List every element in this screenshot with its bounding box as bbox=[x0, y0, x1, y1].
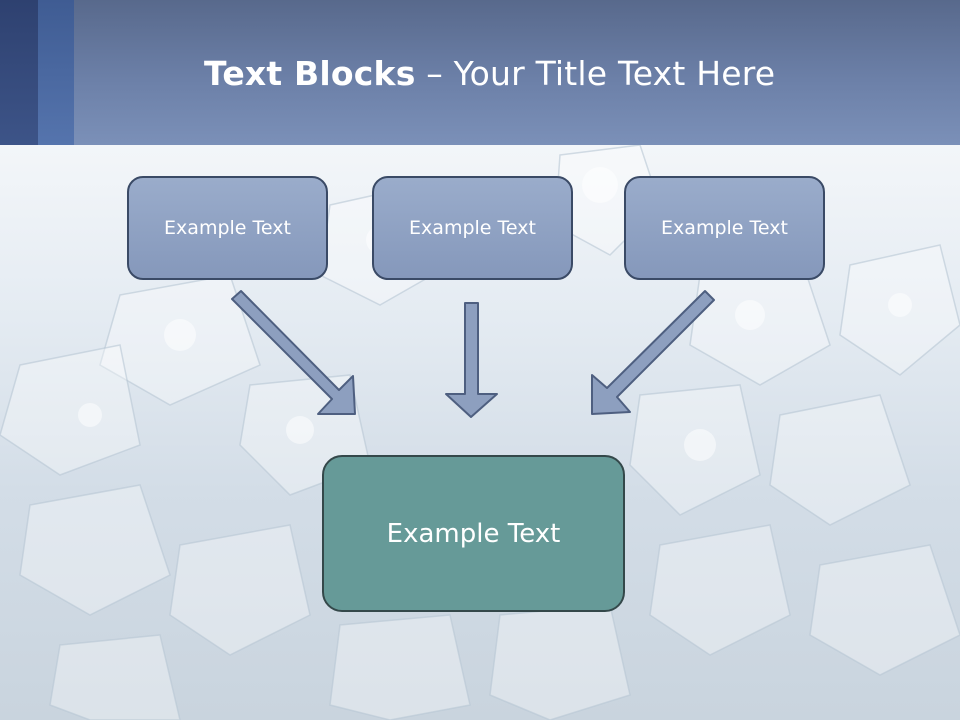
title-bold: Text Blocks bbox=[204, 54, 416, 93]
text-block-1: Example Text bbox=[127, 176, 328, 280]
title-bar: Text Blocks – Your Title Text Here bbox=[0, 0, 960, 145]
ice-texture bbox=[0, 145, 960, 720]
accent-stripe-dark bbox=[0, 0, 38, 145]
title-rest: – Your Title Text Here bbox=[415, 54, 776, 93]
text-block-2: Example Text bbox=[372, 176, 573, 280]
text-block-1-label: Example Text bbox=[164, 217, 291, 239]
text-block-3-label: Example Text bbox=[661, 217, 788, 239]
target-block: Example Text bbox=[322, 455, 625, 612]
target-block-label: Example Text bbox=[386, 518, 561, 549]
text-block-3: Example Text bbox=[624, 176, 825, 280]
accent-stripe-light bbox=[38, 0, 74, 145]
page-title: Text Blocks – Your Title Text Here bbox=[204, 54, 775, 93]
text-block-2-label: Example Text bbox=[409, 217, 536, 239]
